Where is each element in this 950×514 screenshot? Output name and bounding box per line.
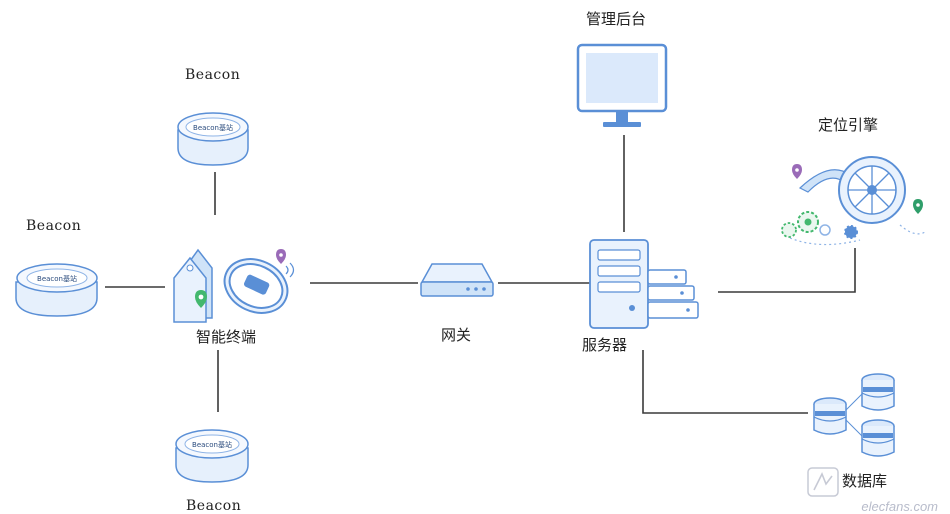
beacon-left-device: Beacon基站 [15,263,98,317]
beacon-top-device-text: Beacon基站 [193,123,233,132]
database-icon [813,373,895,457]
beacon-top-device: Beacon基站 [177,112,249,166]
gateway-label: 网关 [441,326,472,344]
beacon-bottom-device: Beacon基站 [175,429,249,483]
link-server-database [642,350,808,414]
admin-label: 管理后台 [586,10,647,28]
watermark-logo [807,467,839,497]
server-icon [589,239,699,329]
link-server-engine [718,248,856,293]
monitor-icon [576,43,668,127]
beacon-left-device-text: Beacon基站 [37,274,77,283]
smart-terminal-label: 智能终端 [196,328,257,346]
beacon-top-label: Beacon [185,67,241,83]
positioning-engine-icon [781,156,926,246]
smart-terminal-icon [173,248,295,323]
beacon-bottom-label: Beacon [186,498,242,514]
positioning-engine-label: 定位引擎 [818,116,879,134]
beacon-left-label: Beacon [26,218,82,234]
watermark-text: elecfans.com [861,499,938,514]
gateway-icon [420,263,494,297]
database-label: 数据库 [842,472,888,490]
beacon-bottom-device-text: Beacon基站 [192,440,232,449]
server-label: 服务器 [582,336,628,354]
